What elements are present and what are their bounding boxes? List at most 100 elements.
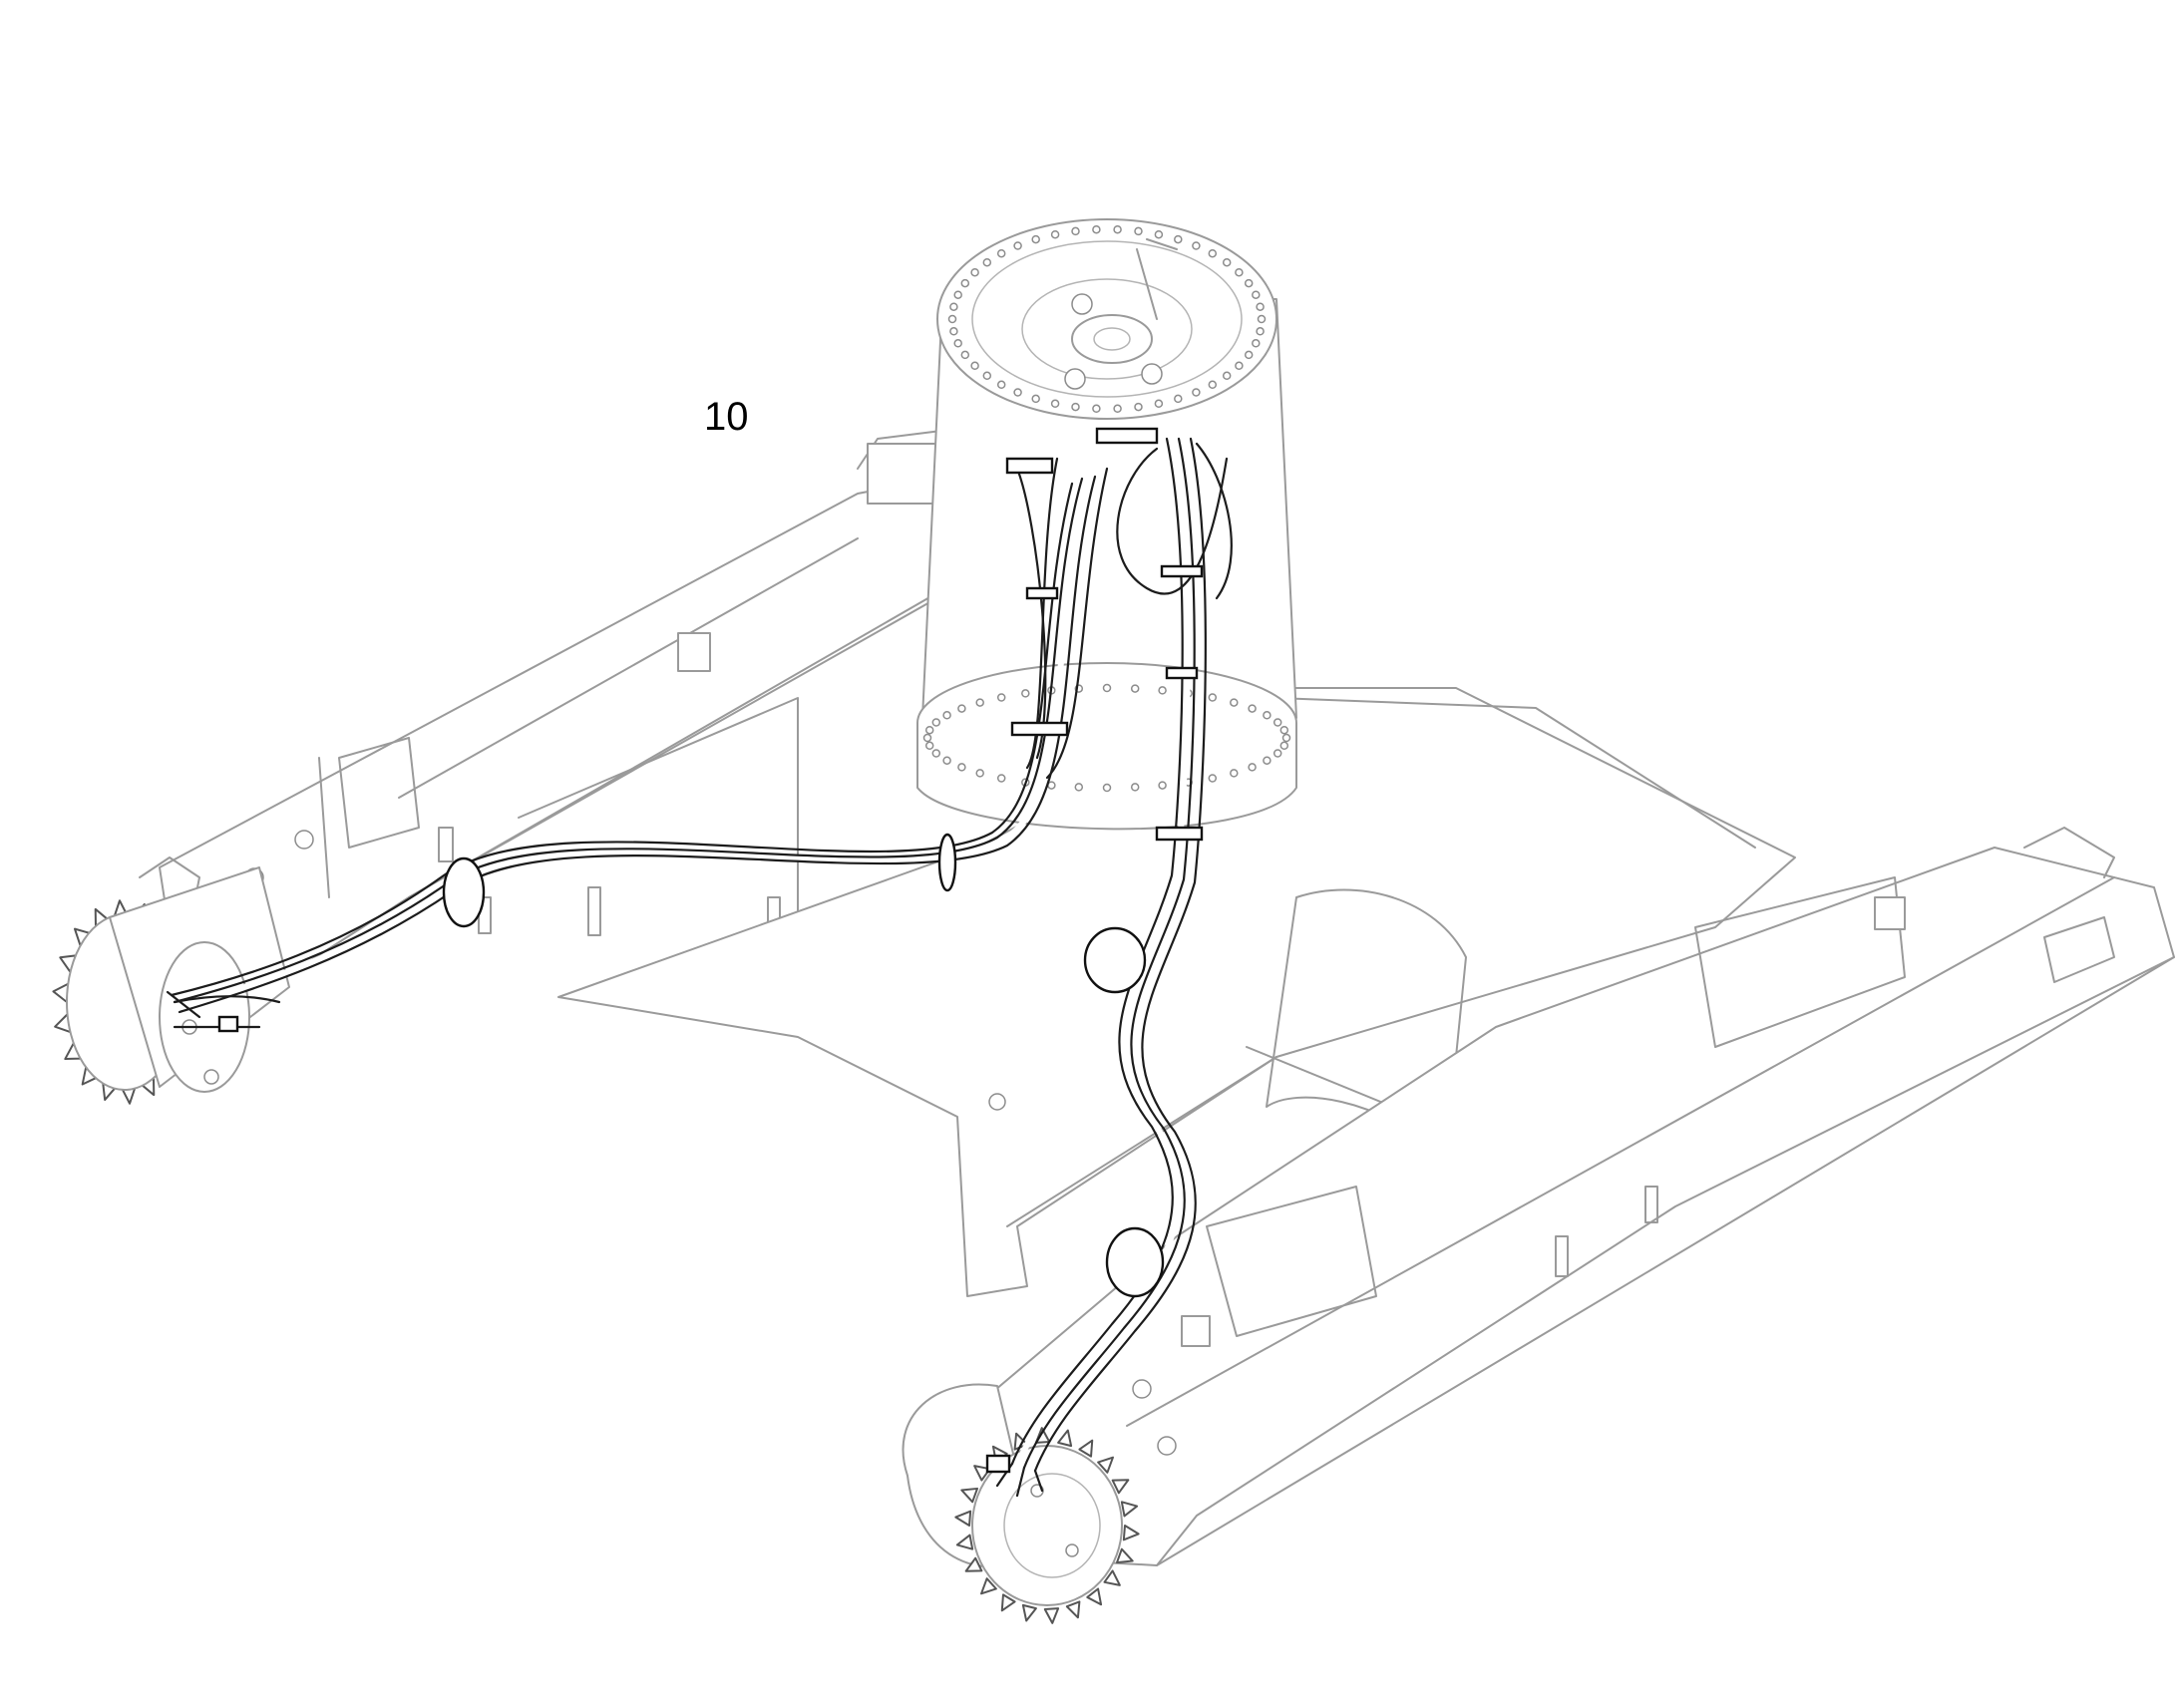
- flange-bolt: [1113, 224, 1122, 234]
- flange-bolt: [1235, 267, 1244, 277]
- flange-bolt: [1222, 257, 1232, 267]
- flange-bolt: [1013, 388, 1022, 397]
- flange-bolt: [1208, 380, 1218, 390]
- flange-bolt: [1208, 693, 1218, 702]
- flange-bolt: [1256, 302, 1265, 311]
- sprocket-tooth: [973, 1465, 991, 1482]
- flange-bolt: [1102, 683, 1112, 693]
- flange-bolt: [1031, 394, 1040, 404]
- flange-bolt: [949, 327, 958, 336]
- flange-bolt: [970, 267, 979, 277]
- sprocket-tooth: [1115, 1547, 1134, 1564]
- hose-fittings-right-sprocket: [985, 1454, 1044, 1498]
- flange-bolt: [924, 725, 934, 735]
- flange-bolt: [1113, 404, 1122, 414]
- sprocket-tooth: [960, 1487, 979, 1504]
- flange-bolt: [1158, 686, 1167, 695]
- flange-bolt: [1208, 248, 1218, 258]
- flange-bolt: [949, 302, 958, 311]
- hose-ring-center: [1083, 926, 1147, 994]
- hose-ring-right-frame: [1105, 1226, 1165, 1298]
- flange-bolt: [1208, 774, 1218, 783]
- flange-bolt: [1248, 763, 1257, 772]
- sprocket-tooth: [964, 1556, 983, 1572]
- flange-bolt: [1021, 689, 1030, 698]
- flange-bolt: [1134, 226, 1143, 236]
- sprocket-tooth: [1122, 1525, 1140, 1541]
- sprocket-tooth: [955, 1534, 974, 1550]
- flange-bolt: [1281, 733, 1291, 743]
- flange-bolt: [1130, 684, 1140, 693]
- flange-bolt: [1257, 314, 1267, 324]
- flange-bolt: [1102, 783, 1112, 793]
- flange-bolt: [960, 350, 970, 360]
- flange-bolt: [1071, 402, 1080, 412]
- sprocket-tooth: [1000, 1593, 1016, 1612]
- flange-bolt: [953, 290, 962, 299]
- right-track-frame: [916, 827, 2175, 1566]
- hose-ring-left-frame: [442, 833, 957, 928]
- flange-bolt: [1279, 741, 1289, 751]
- flange-bolt: [975, 769, 984, 778]
- flange-bolt: [996, 774, 1006, 783]
- top-flange-bolt-ring: [947, 224, 1267, 414]
- flange-bolt: [922, 733, 932, 743]
- sprocket-tooth: [1043, 1607, 1060, 1624]
- flange-bolt: [1244, 278, 1254, 288]
- flange-bolt: [1092, 224, 1101, 234]
- flange-bolt: [1279, 725, 1289, 735]
- flange-bolt: [1272, 718, 1282, 727]
- flange-bolt: [942, 756, 951, 765]
- flange-bolt: [996, 693, 1006, 702]
- flange-bolt: [924, 741, 934, 751]
- flange-bolt: [1230, 769, 1239, 778]
- flange-bolt: [982, 257, 992, 267]
- flange-bolt: [1174, 394, 1183, 404]
- flange-bolt: [1074, 783, 1084, 792]
- flange-bolt: [1192, 241, 1201, 250]
- sprocket-tooth: [1103, 1569, 1121, 1586]
- flange-bolt: [996, 380, 1006, 390]
- hose-clamp-column-right: [1095, 427, 1204, 842]
- sprocket-tooth: [1086, 1587, 1103, 1606]
- flange-bolt: [1174, 234, 1183, 244]
- flange-bolt: [996, 248, 1006, 258]
- part-callout-10: 10: [704, 395, 749, 439]
- sprocket-tooth: [1120, 1501, 1139, 1518]
- flange-bolt: [1272, 749, 1282, 758]
- flange-bolt: [1013, 241, 1022, 250]
- hose-fittings-left-sprocket: [166, 990, 281, 1033]
- left-drive-sprocket: [52, 866, 290, 1105]
- sprocket-tooth: [1057, 1429, 1073, 1448]
- flange-bolt: [1263, 711, 1272, 720]
- flange-bolt: [960, 278, 970, 288]
- flange-bolt: [975, 698, 984, 707]
- slewing-column: [916, 218, 1297, 831]
- flange-bolt: [970, 361, 979, 371]
- sprocket-tooth: [980, 1577, 997, 1595]
- flange-bolt: [1248, 704, 1257, 713]
- flange-bolt: [982, 371, 992, 381]
- flange-bolt: [953, 339, 962, 348]
- sprocket-tooth: [1021, 1603, 1037, 1622]
- flange-bolt: [1092, 404, 1101, 414]
- flange-bolt: [1050, 399, 1060, 409]
- flange-bolt: [931, 749, 941, 758]
- hydraulic-hose-bundle-right: [1010, 436, 1233, 1473]
- flange-bolt: [1071, 226, 1080, 236]
- flange-bolt: [1130, 783, 1140, 792]
- right-sprocket-teeth: [954, 1427, 1140, 1624]
- flange-bolt: [1230, 698, 1239, 707]
- flange-bolt: [1222, 371, 1232, 381]
- hydraulic-hose-bundle-left: [170, 457, 1109, 1014]
- sprocket-tooth: [1097, 1456, 1114, 1474]
- flange-bolt: [1235, 361, 1244, 371]
- flange-bolt: [1154, 229, 1164, 239]
- flange-bolt: [1134, 402, 1143, 412]
- flange-bolt: [1050, 229, 1060, 239]
- flange-bolt: [1192, 388, 1201, 397]
- flange-bolt: [1263, 756, 1272, 765]
- sprocket-tooth: [954, 1510, 972, 1527]
- flange-bolt: [1252, 339, 1261, 348]
